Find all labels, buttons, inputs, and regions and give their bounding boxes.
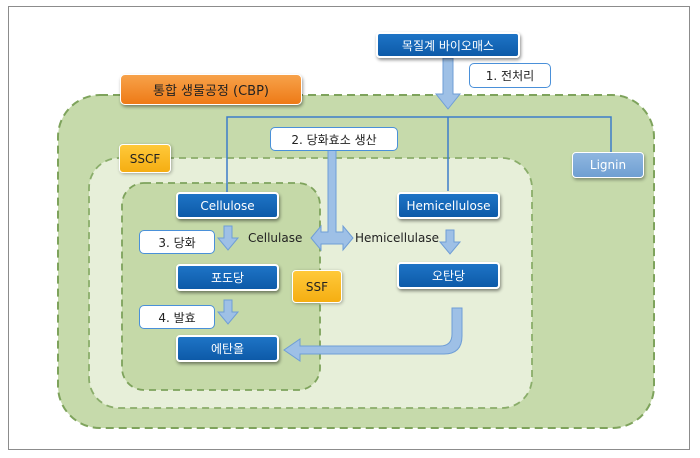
cellulose-box: Cellulose xyxy=(176,192,279,219)
enzyme-production-step: 2. 당화효소 생산 xyxy=(270,127,398,151)
cellulase-label: Cellulase xyxy=(248,231,303,245)
pentose-box: 오탄당 xyxy=(397,262,500,289)
ethanol-box: 에탄올 xyxy=(176,335,279,362)
hemicellulose-box: Hemicellulose xyxy=(397,192,500,219)
pentose-to-ethanol-arrow xyxy=(283,307,463,362)
feedstock-box: 목질계 바이오매스 xyxy=(376,32,520,58)
saccharification-arrow xyxy=(216,225,240,251)
glucose-box: 포도당 xyxy=(176,264,279,291)
pretreatment-arrow xyxy=(434,57,462,110)
sscf-label: SSCF xyxy=(119,144,171,173)
lignin-box: Lignin xyxy=(572,152,644,178)
cbp-title-label: 통합 생물공정 (CBP) xyxy=(120,74,302,105)
fermentation-arrow xyxy=(216,299,240,325)
enzyme-arrow xyxy=(310,147,354,252)
hemicellulose-arrow xyxy=(438,229,462,255)
saccharification-step: 3. 당화 xyxy=(139,230,215,254)
fermentation-step: 4. 발효 xyxy=(139,305,215,329)
hemicellulase-label: Hemicellulase xyxy=(355,231,440,245)
ssf-label: SSF xyxy=(292,270,342,303)
pretreatment-step: 1. 전처리 xyxy=(469,63,551,88)
lignin-connector xyxy=(226,116,612,193)
